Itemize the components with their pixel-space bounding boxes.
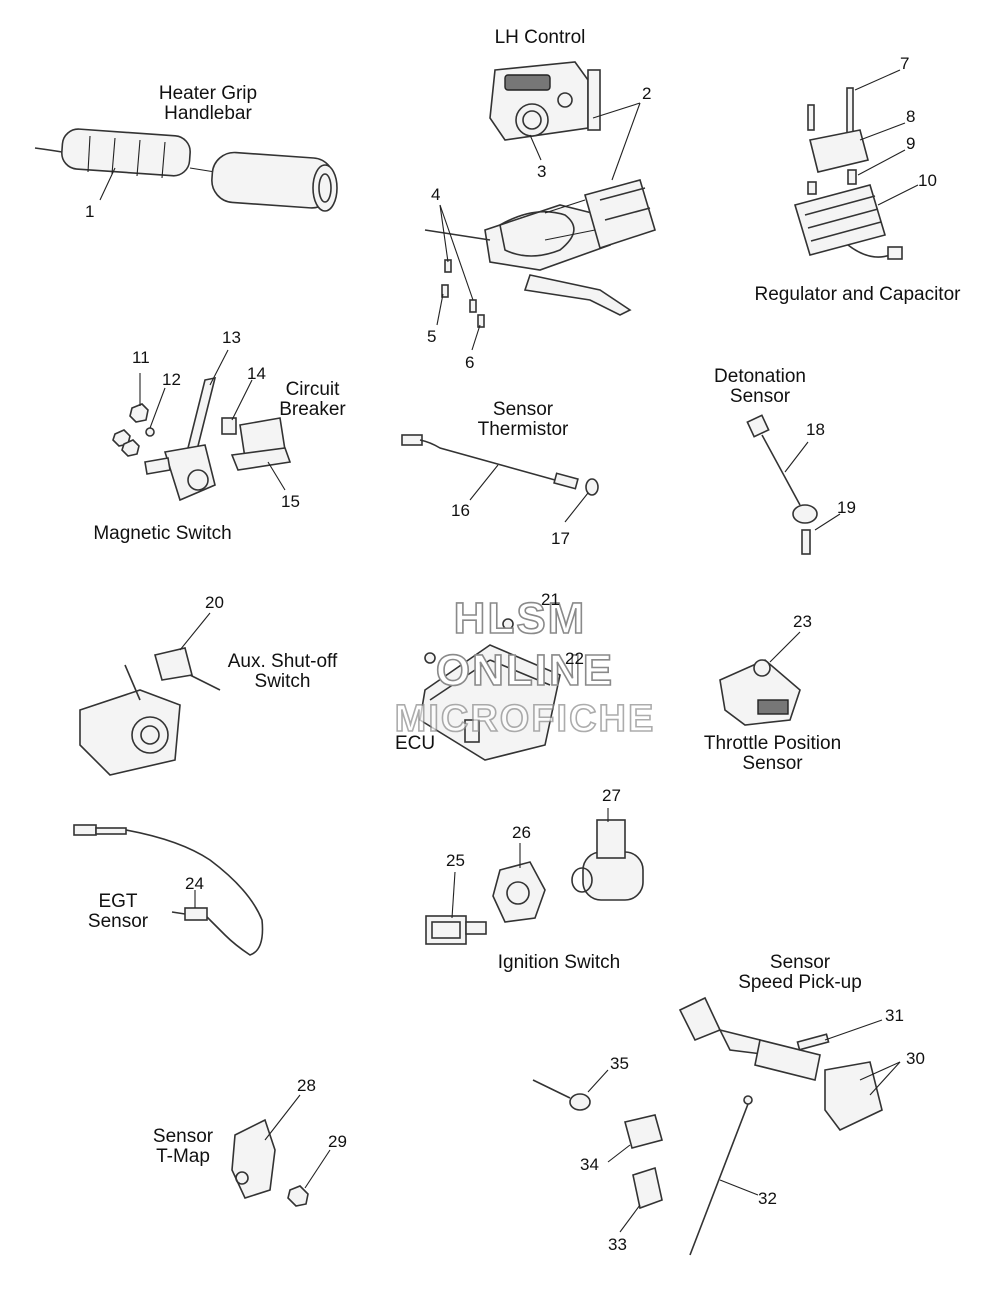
label-throttle-position: Throttle Position Sensor (703, 733, 842, 774)
callout-10: 10 (918, 171, 937, 190)
callout-35: 35 (610, 1054, 629, 1073)
callout-8: 8 (906, 107, 916, 126)
callout-19: 19 (837, 498, 856, 517)
leader-lines (99, 69, 919, 1233)
thermistor-drawing (401, 434, 599, 496)
label-egt-sensor: EGT Sensor (87, 891, 149, 932)
clips-drawing (532, 1079, 663, 1210)
callout-14: 14 (247, 364, 266, 383)
callout-26: 26 (512, 823, 531, 842)
callout-17: 17 (551, 529, 570, 548)
tps-drawing (719, 659, 801, 726)
callout-22: 22 (565, 649, 584, 668)
aux-shutoff-drawing (79, 647, 221, 776)
callout-6: 6 (465, 353, 475, 372)
label-aux-shutoff: Aux. Shut-off Switch (227, 651, 338, 692)
watermark-line-1: HLSM (453, 593, 587, 644)
callout-2: 2 (642, 84, 652, 103)
label-lh-control: LH Control (494, 27, 586, 48)
label-regulator: Regulator and Capacitor (754, 284, 961, 305)
callout-31: 31 (885, 1006, 904, 1025)
ignition-switch-drawing (425, 819, 644, 945)
watermark-line-2: ONLINE (435, 645, 615, 696)
callout-28: 28 (297, 1076, 316, 1095)
callout-27: 27 (602, 786, 621, 805)
callout-4: 4 (431, 185, 441, 204)
callout-20: 20 (205, 593, 224, 612)
label-sensor-thermistor: Sensor Thermistor (477, 399, 569, 440)
callout-23: 23 (793, 612, 812, 631)
callout-9: 9 (906, 134, 916, 153)
label-magnetic-switch: Magnetic Switch (93, 523, 232, 544)
egt-sensor-drawing (73, 824, 264, 956)
heater-grip-drawing (34, 128, 338, 212)
callout-16: 16 (451, 501, 470, 520)
label-detonation-sensor: Detonation Sensor (714, 366, 806, 407)
callout-1: 1 (85, 202, 95, 221)
regulator-drawing (793, 87, 903, 260)
label-ignition-switch: Ignition Switch (497, 952, 621, 973)
callout-7: 7 (900, 54, 910, 73)
callout-13: 13 (222, 328, 241, 347)
callout-15: 15 (281, 492, 300, 511)
label-speed-pickup: Sensor Speed Pick-up (738, 952, 862, 993)
callout-3: 3 (537, 162, 547, 181)
label-tmap: Sensor T-Map (152, 1126, 214, 1167)
callout-25: 25 (446, 851, 465, 870)
callout-30: 30 (906, 1049, 925, 1068)
callout-21: 21 (541, 590, 560, 609)
callout-18: 18 (806, 420, 825, 439)
callout-34: 34 (580, 1155, 599, 1174)
callout-29: 29 (328, 1132, 347, 1151)
label-circuit-breaker: Circuit Breaker (279, 379, 346, 420)
callout-33: 33 (608, 1235, 627, 1254)
detonation-sensor-drawing (746, 414, 818, 555)
callout-24: 24 (185, 874, 204, 893)
callout-32: 32 (758, 1189, 777, 1208)
callout-12: 12 (162, 370, 181, 389)
watermark-line-3: MICROFICHE (394, 697, 656, 741)
tmap-drawing (231, 1118, 309, 1207)
speed-pickup-drawing (678, 996, 883, 1256)
lh-control-drawing (424, 61, 656, 328)
callout-5: 5 (427, 327, 437, 346)
callout-11: 11 (132, 348, 150, 367)
magnetic-switch-drawing (112, 376, 292, 502)
ecu-drawing (419, 618, 561, 761)
label-ecu: ECU (394, 733, 436, 754)
label-heater-grip: Heater Grip Handlebar (158, 83, 258, 124)
